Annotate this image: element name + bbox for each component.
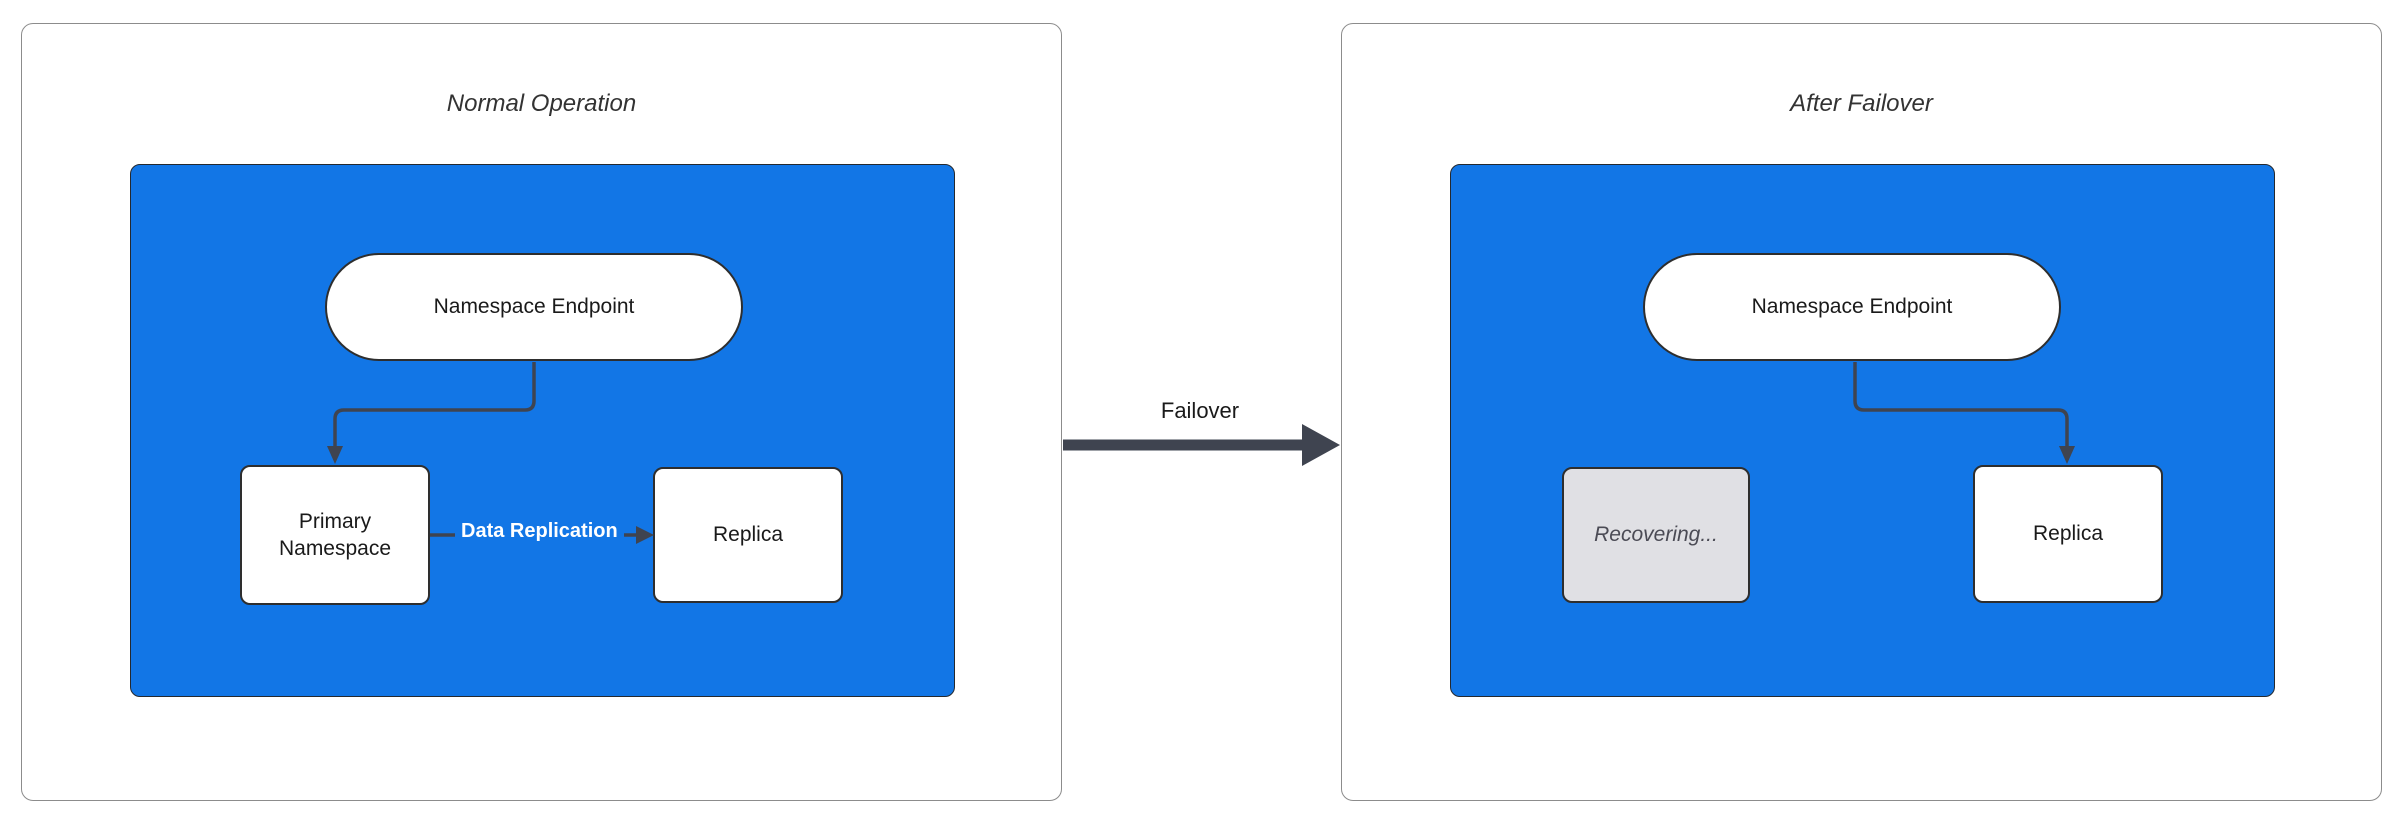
edge-label-data-replication: Data Replication (455, 519, 624, 544)
node-label: Replica (2032, 522, 2104, 546)
panel-title-normal-operation: Normal Operation (446, 90, 637, 117)
node-label: Replica (712, 523, 784, 547)
node-recovering: Recovering... (1562, 467, 1750, 603)
node-replica-normal: Replica (653, 467, 843, 603)
node-label: Namespace Endpoint (1751, 295, 1953, 319)
cluster-after-failover (1450, 164, 2275, 697)
node-namespace-endpoint-after: Namespace Endpoint (1643, 253, 2061, 361)
node-label: Namespace Endpoint (433, 295, 635, 319)
node-primary-namespace: Primary Namespace (240, 465, 430, 605)
failover-label: Failover (1160, 398, 1240, 423)
arrowhead-failover (1302, 424, 1340, 466)
node-namespace-endpoint-normal: Namespace Endpoint (325, 253, 743, 361)
cluster-normal-operation (130, 164, 955, 697)
node-label: Recovering... (1594, 523, 1718, 547)
node-label: Primary Namespace (278, 509, 392, 560)
panel-title-after-failover: After Failover (1790, 90, 1933, 117)
node-replica-after: Replica (1973, 465, 2163, 603)
